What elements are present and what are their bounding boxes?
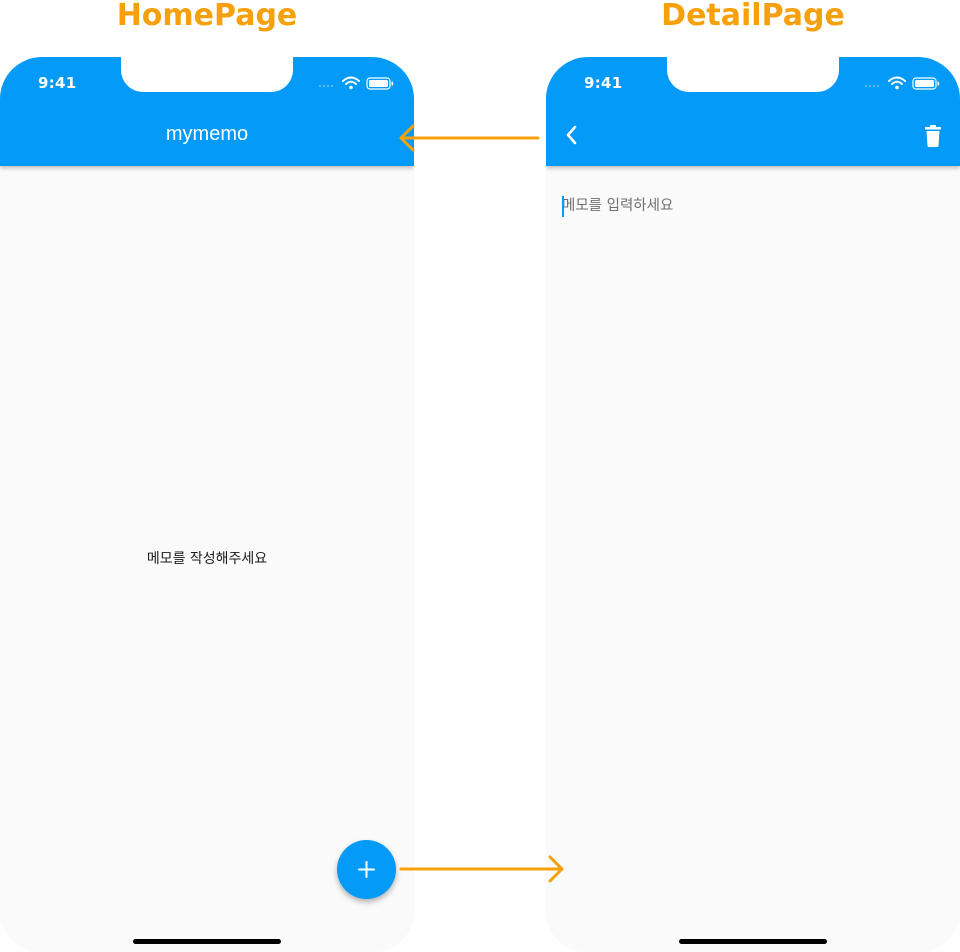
app-title: mymemo (165, 123, 249, 145)
battery-icon (912, 77, 940, 90)
status-icons (865, 76, 940, 90)
wifi-icon (888, 76, 906, 85)
wifi-dot (895, 85, 899, 90)
memo-input[interactable] (562, 194, 944, 218)
empty-memo-message: 메모를 작성해주세요 (146, 551, 268, 567)
signal-dots-icon (865, 85, 879, 87)
plus-icon (358, 861, 375, 878)
wifi-icon (342, 76, 360, 85)
chevron-left-icon (566, 125, 577, 145)
delete-button[interactable] (922, 124, 944, 148)
status-time: 9:41 (38, 74, 77, 92)
notch (121, 57, 293, 92)
forward-flow-arrow (399, 855, 564, 883)
home-indicator (679, 939, 827, 944)
notch (667, 57, 839, 92)
back-flow-arrow (399, 124, 540, 152)
detailpage-label: DetailPage (661, 0, 845, 33)
homepage-label: HomePage (116, 0, 298, 33)
add-memo-button[interactable] (337, 840, 396, 899)
homepage-screen: 9:41 mymemo 메모를 작성해주세요 (0, 57, 414, 952)
back-button[interactable] (560, 123, 584, 147)
text-cursor (562, 196, 564, 217)
status-icons (319, 76, 394, 90)
homepage-app-bar: 9:41 mymemo (0, 57, 414, 166)
detailpage-app-bar: 9:41 (546, 57, 960, 166)
battery-icon (366, 77, 394, 90)
wifi-dot (349, 85, 353, 90)
detailpage-screen: 9:41 (546, 57, 960, 952)
status-time: 9:41 (584, 74, 623, 92)
trash-icon (925, 125, 941, 147)
signal-dots-icon (319, 85, 333, 87)
home-indicator (133, 939, 281, 944)
